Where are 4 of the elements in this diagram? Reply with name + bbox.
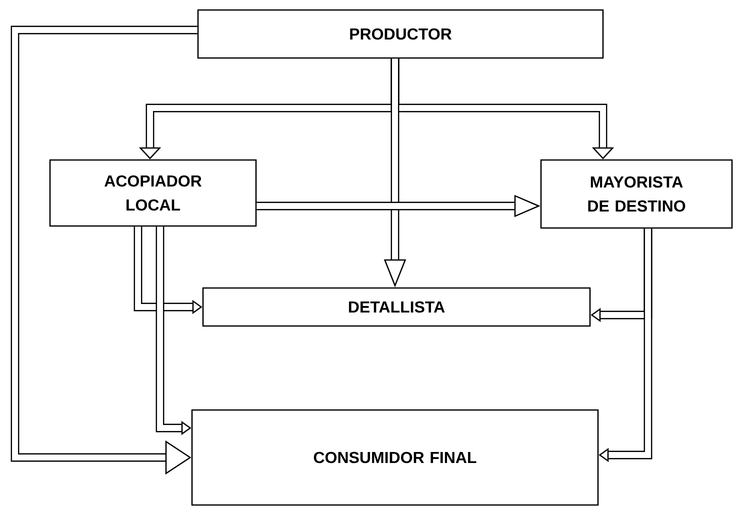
process-box: CONSUMIDOR FINAL bbox=[191, 409, 599, 506]
process-box: MAYORISTA DE DESTINO bbox=[540, 159, 733, 229]
process-box: PRODUCTOR bbox=[197, 9, 604, 59]
process-box: ACOPIADOR LOCAL bbox=[49, 159, 257, 227]
